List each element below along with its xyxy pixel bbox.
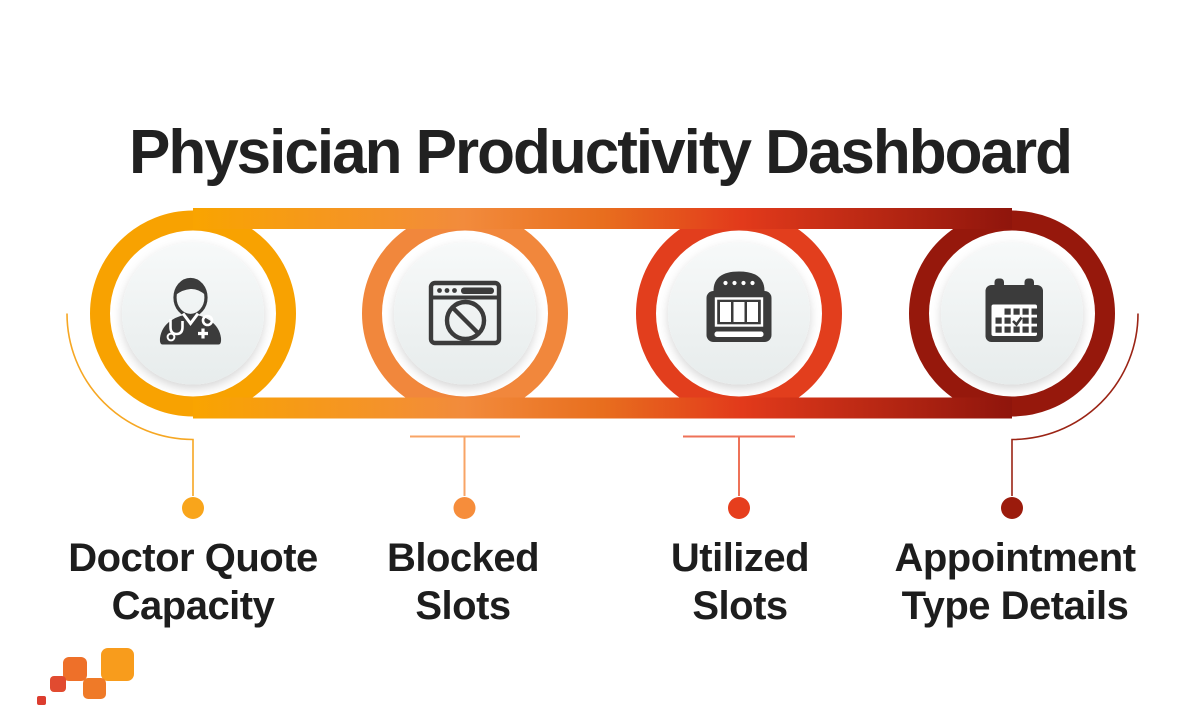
step3-label: Utilized Slots — [590, 534, 890, 630]
page-title: Physician Productivity Dashboard — [128, 117, 1073, 187]
calendar-check-icon — [985, 278, 1043, 342]
step3-dot — [728, 497, 750, 519]
blocked-window-icon — [428, 280, 502, 346]
step4-label-line2: Type Details — [901, 584, 1129, 628]
capsule-band-bottom — [193, 397, 1012, 419]
step4-connector-line — [1011, 313, 1139, 496]
step1-dot — [182, 497, 204, 519]
step3-label-line1: Utilized — [670, 536, 810, 580]
step2-connector-line — [410, 435, 520, 496]
step2-label: Blocked Slots — [313, 534, 613, 630]
step4-label-line1: Appointment — [894, 536, 1136, 580]
step3-connector-line — [683, 435, 795, 496]
slot-machine-icon — [706, 271, 772, 342]
step4-label: Appointment Type Details — [865, 534, 1165, 630]
step1-connector-line — [66, 313, 194, 496]
step3-label-line2: Slots — [692, 584, 788, 628]
step2-label-line2: Slots — [415, 584, 511, 628]
step1-label: Doctor Quote Capacity — [43, 534, 343, 630]
step1-label-line2: Capacity — [111, 584, 275, 628]
step1-label-line1: Doctor Quote — [68, 536, 318, 580]
capsule-band-top — [193, 208, 1012, 229]
doctor-icon — [159, 277, 222, 345]
step2-label-line1: Blocked — [386, 536, 540, 580]
step4-dot — [1001, 497, 1023, 519]
step2-dot — [453, 497, 476, 519]
